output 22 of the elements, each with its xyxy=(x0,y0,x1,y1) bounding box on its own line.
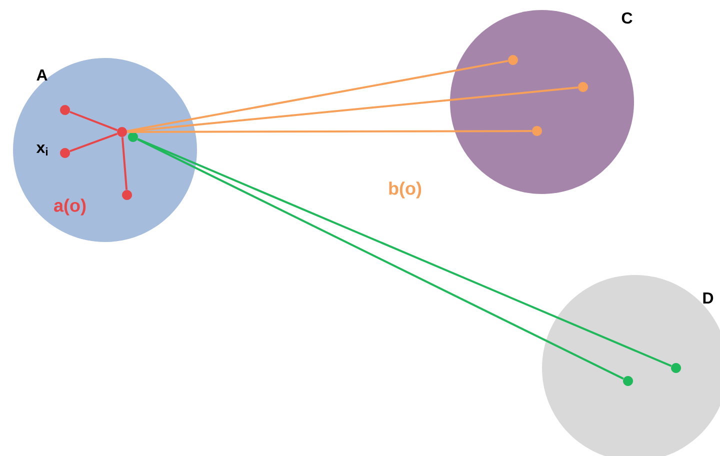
point-label: x$_{i}$ xyxy=(36,144,48,156)
cluster-label: C xyxy=(622,12,632,24)
data-point xyxy=(532,126,542,136)
connector-line xyxy=(121,137,128,190)
data-point xyxy=(122,190,132,200)
distance-label: a(o) xyxy=(54,198,86,216)
data-point xyxy=(128,132,138,142)
cluster-label: A xyxy=(36,70,48,80)
connector-line xyxy=(127,130,532,133)
data-point xyxy=(60,105,70,115)
connector-line xyxy=(126,60,508,132)
data-point xyxy=(623,376,633,386)
cluster-label: D xyxy=(703,292,714,304)
connector-line xyxy=(70,110,118,132)
data-point xyxy=(671,363,681,373)
data-point xyxy=(117,127,127,137)
data-point xyxy=(578,82,588,92)
data-point xyxy=(508,55,518,65)
data-point xyxy=(60,148,70,158)
connector-line xyxy=(70,132,118,152)
connector-line xyxy=(127,86,578,132)
distance-label: b(o) xyxy=(389,182,422,198)
